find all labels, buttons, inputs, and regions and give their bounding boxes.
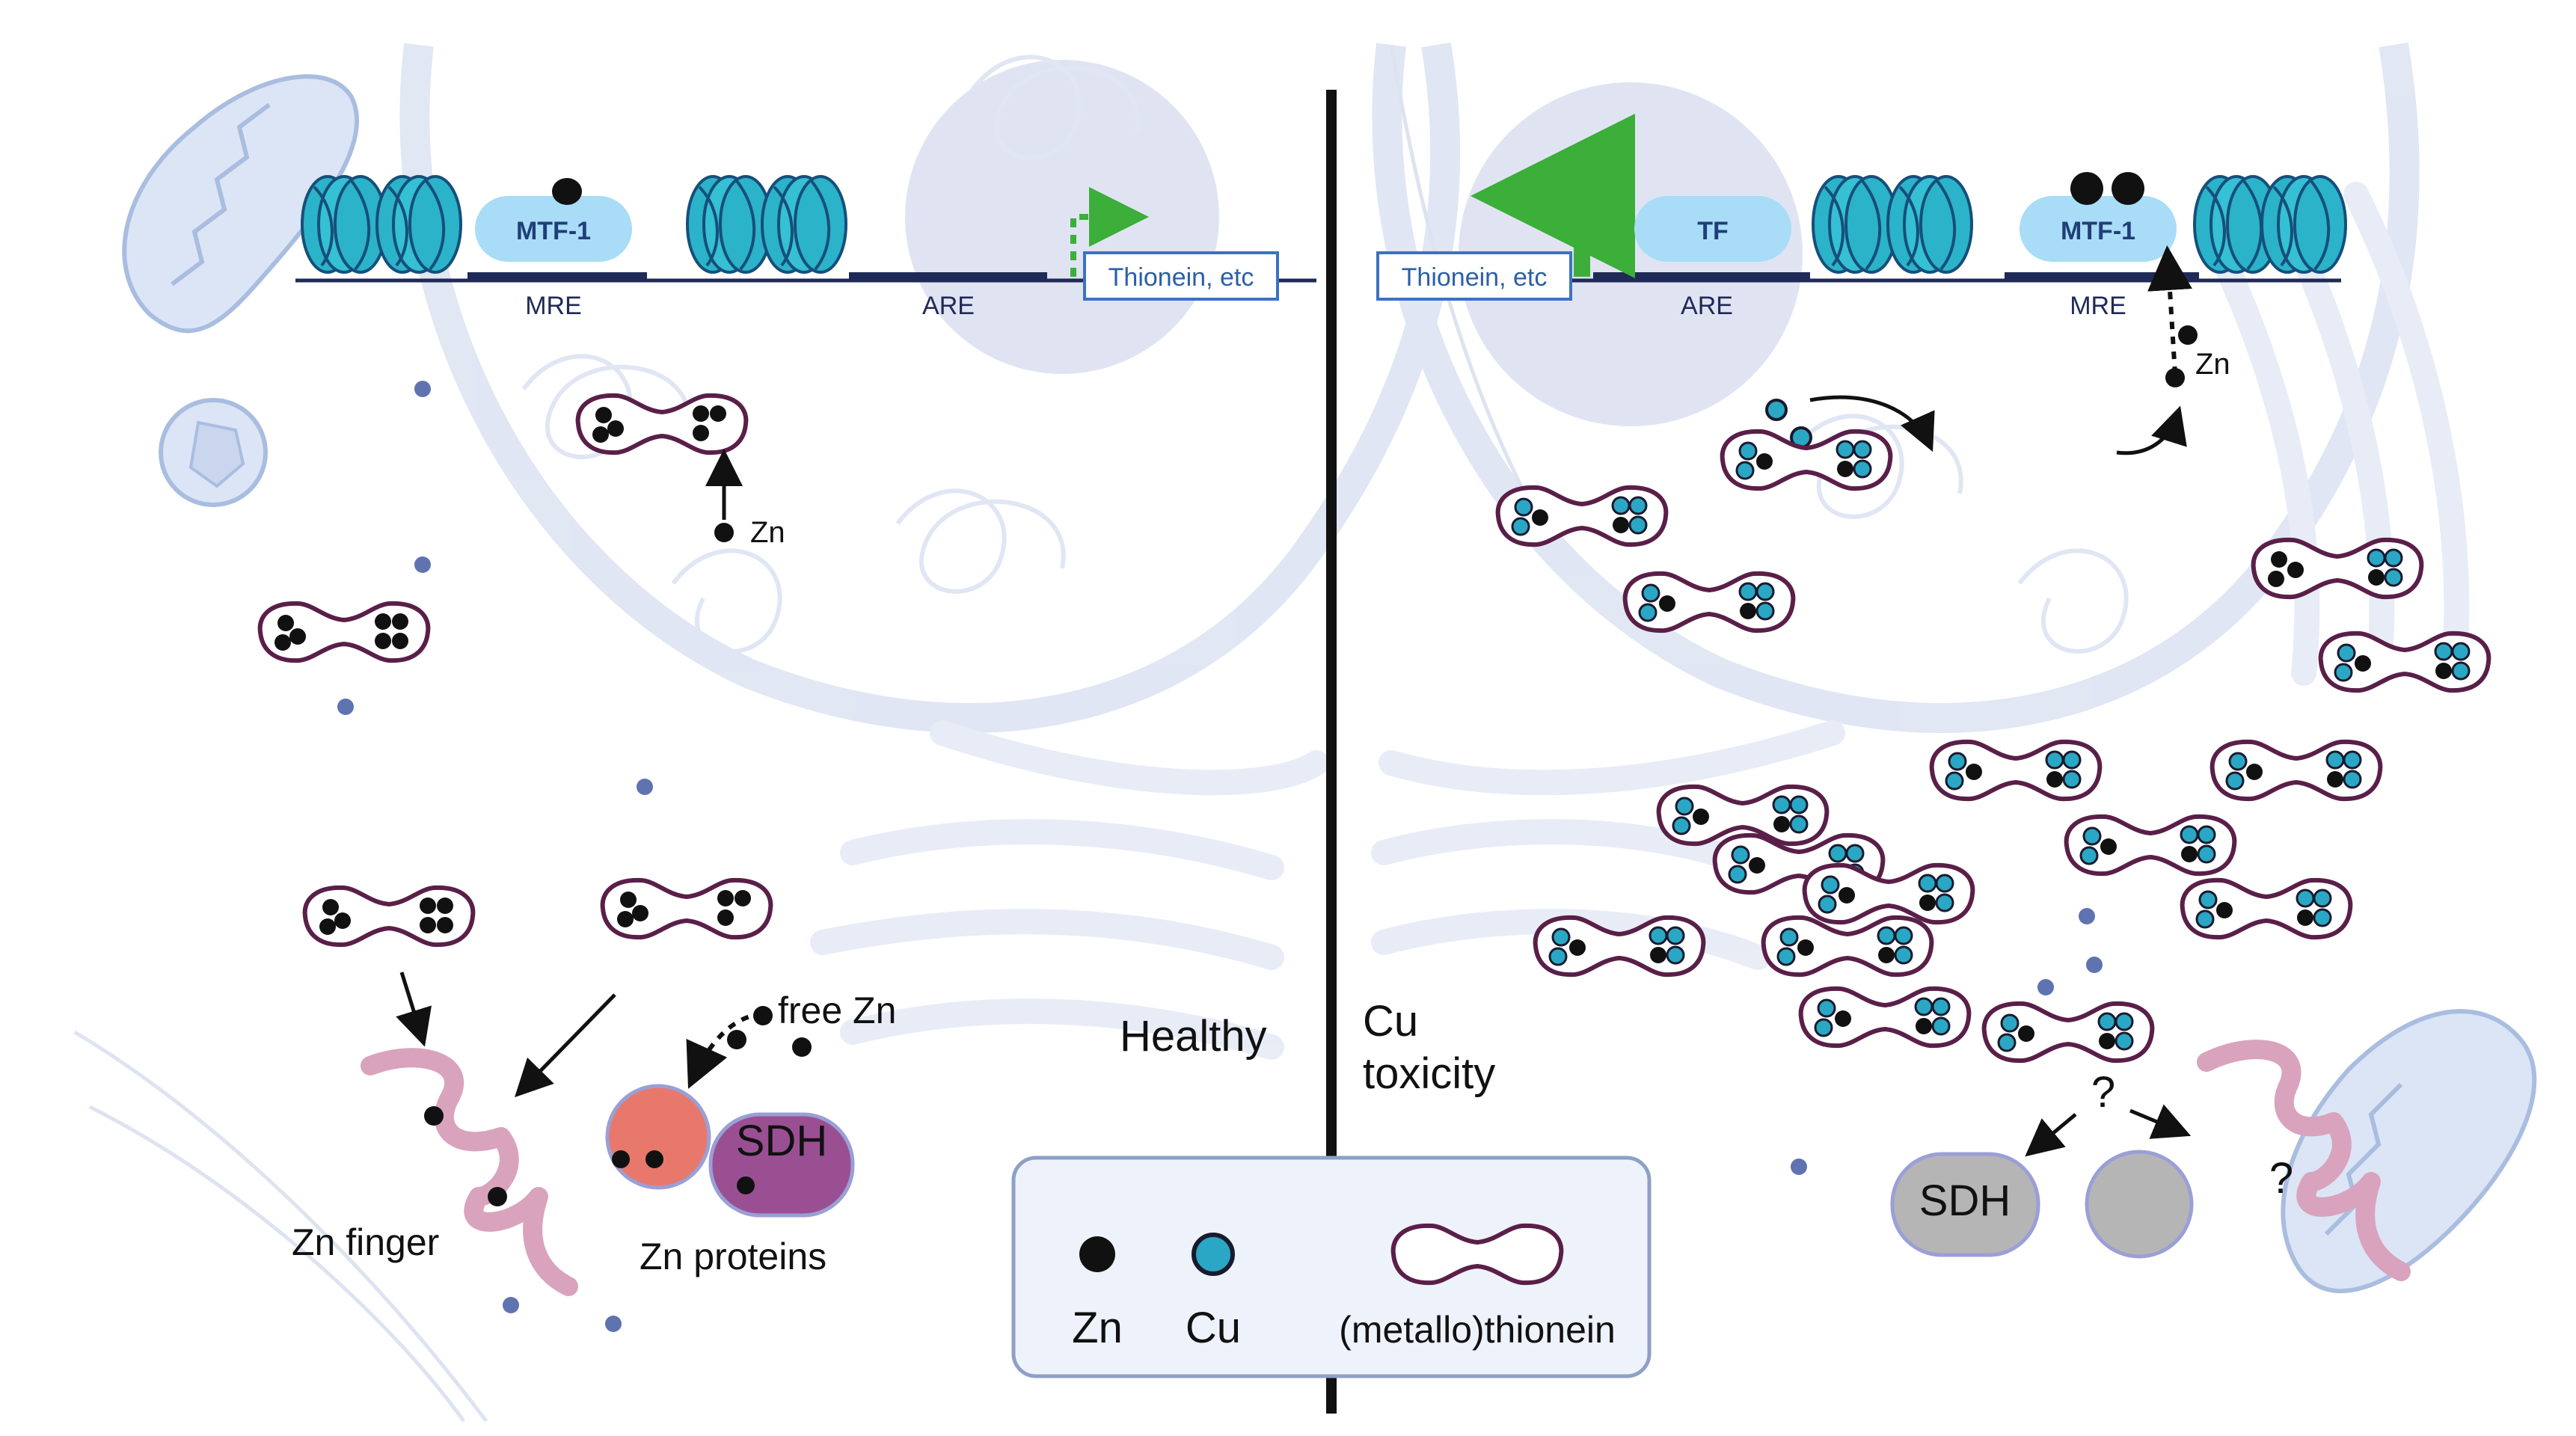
legend-thionein-label: (metallo)thionein	[1339, 1309, 1616, 1351]
legend-cu-swatch	[1192, 1233, 1235, 1276]
legend-cu-label: Cu	[1186, 1304, 1241, 1352]
right-thionein-7	[1932, 742, 2100, 799]
right-thionein-cluster	[1498, 432, 2489, 1061]
right-thionein-16	[1984, 1004, 2153, 1061]
nucleosome-right-1	[1812, 175, 1898, 274]
right-thionein-12	[2183, 880, 2351, 937]
question-mark-upper: ?	[2091, 1068, 2115, 1117]
right-zn-ion-1	[2178, 325, 2198, 345]
sdh-protein-left: SDH	[708, 1112, 855, 1218]
right-tf-label: TF	[1697, 217, 1729, 245]
left-gene-box-label: Thionein, etc	[1108, 263, 1254, 292]
cu-ion-1	[1765, 399, 1788, 421]
free-zn-ion-1	[753, 1006, 773, 1025]
right-zn-ion-2	[2165, 368, 2185, 387]
legend-zn-swatch	[1079, 1236, 1115, 1272]
arrow-mt-to-znfinger-1	[396, 972, 432, 1047]
right-thionein-4	[2254, 540, 2422, 597]
right-thionein-15	[1801, 989, 1969, 1046]
zn-proteins-label: Zn proteins	[640, 1236, 827, 1277]
vesicle-left	[159, 398, 268, 507]
free-zn-ion-3	[727, 1030, 746, 1049]
right-thionein-1	[1498, 488, 1666, 544]
right-mtf1-label: MTF-1	[2061, 217, 2135, 245]
nucleosome-left-2	[375, 175, 462, 274]
nucleosome-left-1	[301, 175, 387, 274]
arrow-mt-to-znfinger-2	[515, 993, 616, 1098]
left-thionein-1	[260, 604, 429, 660]
left-mtf1-factor: MTF-1	[475, 178, 632, 262]
cu-toxicity-label-line1: Cu	[1363, 997, 1418, 1046]
sdh-protein-right: SDH	[1890, 1152, 2040, 1257]
zn-protein-red	[605, 1084, 711, 1190]
zn-displacement-arrow	[2116, 405, 2187, 455]
right-thionein-10	[1805, 865, 1973, 922]
free-zn-label: free Zn	[778, 989, 896, 1031]
right-tf-factor: TF	[1634, 196, 1791, 262]
right-thionein-2	[1723, 432, 1891, 488]
right-gene-box: Thionein, etc	[1376, 251, 1572, 301]
free-zn-dotted-arrow	[686, 1011, 764, 1089]
left-nuclear-thionein	[578, 396, 746, 452]
legend: Zn Cu (metallo)thionein	[1011, 1156, 1652, 1378]
right-mtf1-factor: MTF-1	[2020, 172, 2177, 262]
right-are-label: ARE	[1681, 292, 1733, 320]
left-thionein-2	[305, 888, 473, 945]
nucleosome-right-4	[2260, 175, 2347, 274]
right-thionein-14	[1764, 918, 1932, 975]
left-gene-box: Thionein, etc	[1083, 251, 1279, 301]
cu-toxicity-label-line2: toxicity	[1363, 1049, 1495, 1098]
right-activation-arrow	[1471, 114, 1635, 278]
right-zn-label: Zn	[2195, 348, 2230, 381]
left-mtf1-label: MTF-1	[516, 217, 591, 245]
left-zn-ion	[714, 523, 734, 542]
right-thionein-8	[2212, 742, 2381, 799]
healthy-label: Healthy	[1120, 1012, 1267, 1061]
arrow-to-grey-protein	[2129, 1104, 2192, 1139]
background-dots	[337, 381, 2103, 1332]
inactive-zn-finger	[2197, 1040, 2411, 1281]
cu-binding-arrow	[1809, 395, 1935, 452]
right-zn-dotted-arrow	[2147, 245, 2192, 375]
free-zn-ion-2	[792, 1037, 812, 1057]
background-cell	[73, 42, 2470, 1423]
left-dotted-activation-arrow	[1070, 187, 1149, 277]
zn-finger-label: Zn finger	[292, 1221, 439, 1263]
left-are-label: ARE	[922, 292, 975, 320]
legend-zn-label: Zn	[1072, 1304, 1123, 1352]
sdh-left-label: SDH	[736, 1117, 827, 1165]
sdh-right-label: SDH	[1919, 1176, 2011, 1225]
nucleosome-left-4	[761, 175, 847, 274]
arrow-to-sdh-right	[2025, 1113, 2077, 1157]
inactive-grey-protein	[2085, 1150, 2194, 1259]
zn-finger-protein	[361, 1048, 578, 1296]
right-thionein-6	[1659, 787, 1827, 844]
right-gene-box-label: Thionein, etc	[1402, 263, 1548, 292]
right-thionein-13	[1536, 918, 1704, 975]
left-thionein-3	[603, 880, 771, 937]
mitochondrion-right	[2281, 1009, 2537, 1293]
left-zn-label: Zn	[750, 516, 785, 549]
nucleosome-left-3	[686, 175, 773, 274]
right-thionein-11	[2067, 817, 2235, 874]
right-mre-label: MRE	[2070, 292, 2126, 320]
left-mre-label: MRE	[525, 292, 582, 320]
mitochondrion-left	[122, 74, 360, 334]
right-thionein-3	[1625, 574, 1794, 630]
right-thionein-5	[2321, 633, 2489, 690]
nucleosome-right-2	[1886, 175, 1973, 274]
question-mark-lower: ?	[2269, 1154, 2293, 1203]
